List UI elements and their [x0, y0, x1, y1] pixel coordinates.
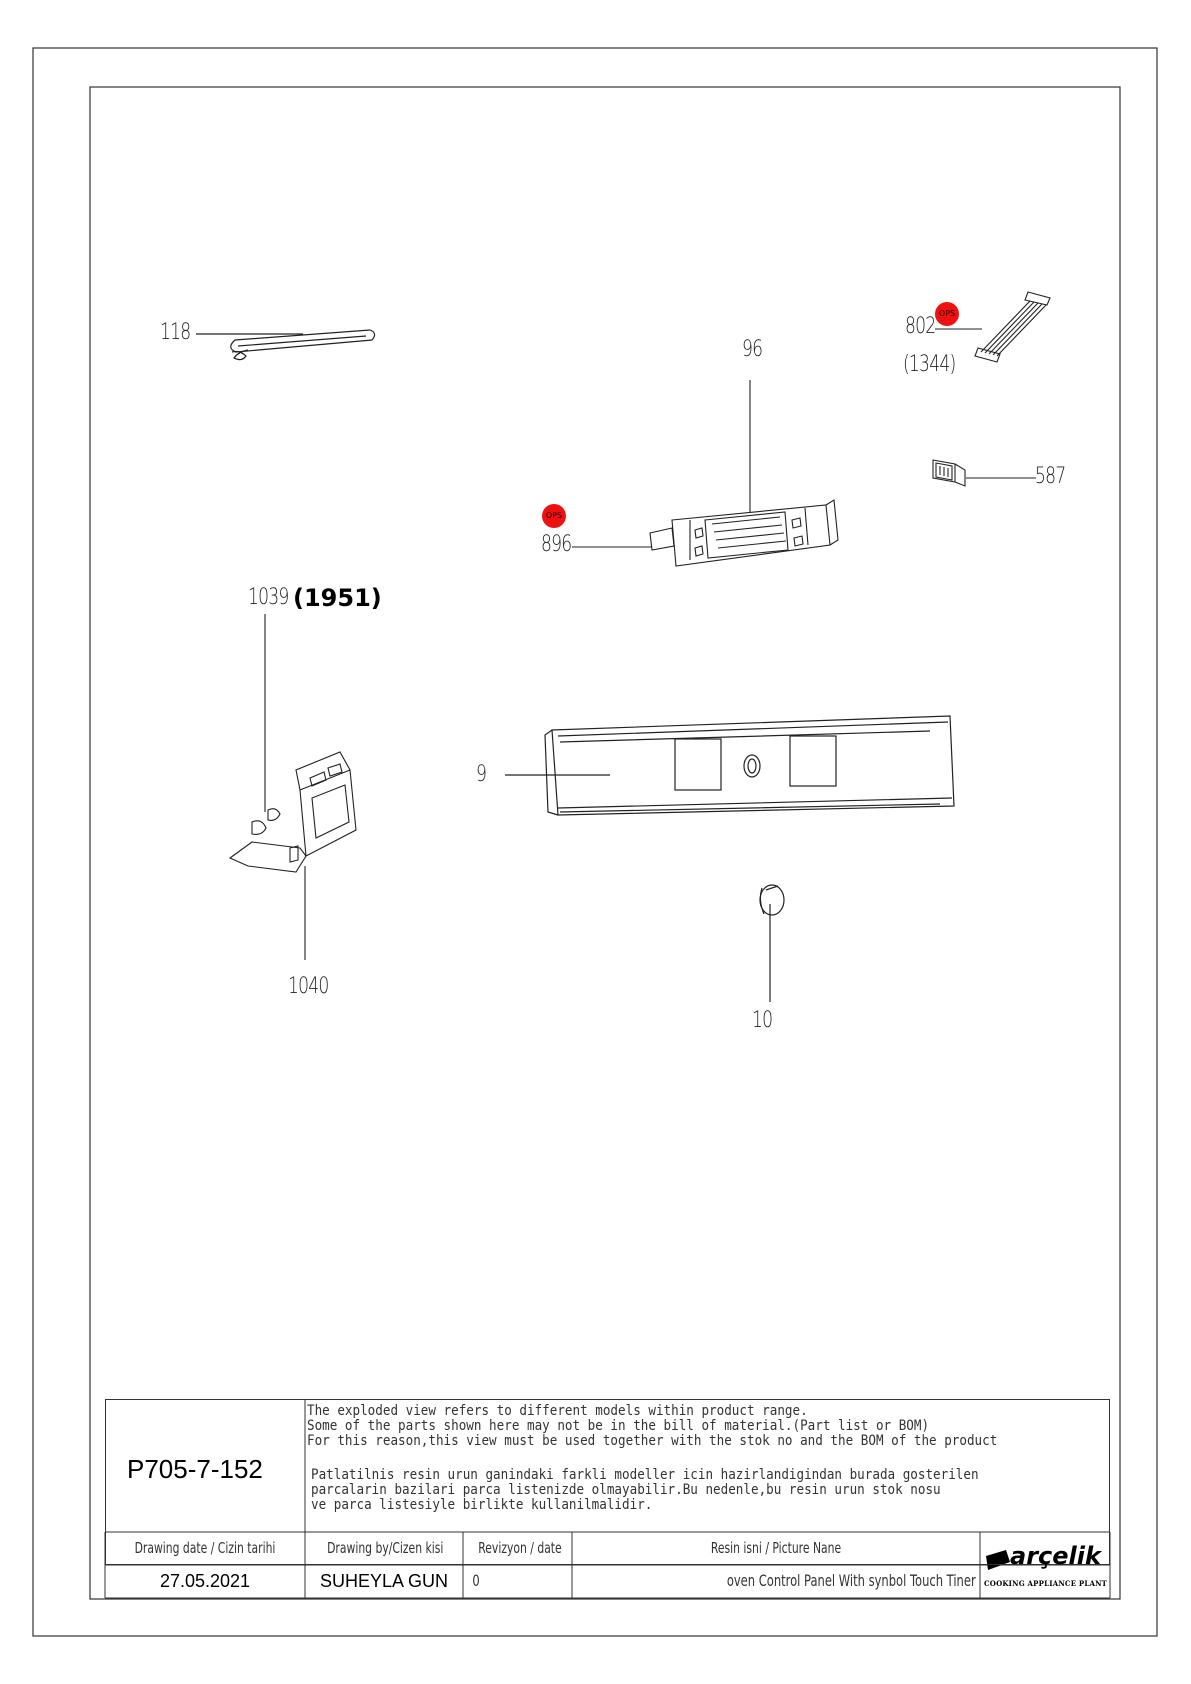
part-10 [759, 884, 785, 1002]
value-revision: 0 [472, 1571, 480, 1590]
callout-1344: (1344) [903, 352, 956, 377]
header-revision: Revizyon / date [478, 1539, 562, 1557]
callout-1951: (1951) [293, 584, 382, 612]
document-number: P705-7-152 [127, 1454, 263, 1484]
callout-118: 118 [160, 320, 191, 345]
part-1040 [228, 614, 357, 960]
header-drawing-by: Drawing by/Cizen kisi [327, 1539, 444, 1557]
value-drawing-by: SUHEYLA GUN [319, 1571, 449, 1591]
part-802 [935, 291, 1051, 363]
part-118 [196, 329, 376, 361]
title-block-lines [104, 1400, 1111, 1599]
arcelik-logo-mark [986, 1550, 1010, 1570]
note-en-1: The exploded view refers to different mo… [307, 1403, 808, 1419]
callout-9: 9 [476, 762, 487, 787]
callout-1039: 1039 [248, 585, 289, 610]
value-picture-name: oven Control Panel With synbol Touch Tin… [726, 1571, 976, 1590]
callout-96: 96 [742, 337, 763, 362]
part-9 [505, 715, 955, 816]
arcelik-logo: arçelik [1010, 1542, 1101, 1570]
arcelik-logo-subtitle: COOKING APPLIANCE PLANT [984, 1579, 1108, 1588]
note-tr-1: Patlatilnis resin urun ganindaki farkli … [311, 1467, 979, 1483]
value-drawing-date: 27.05.2021 [159, 1571, 251, 1591]
note-tr-2: parcalarin bazilari parca listenizde olm… [311, 1482, 941, 1498]
note-en-3: For this reason,this view must be used t… [307, 1433, 998, 1449]
callout-802: 802 [905, 314, 936, 339]
part-587 [932, 459, 1036, 487]
header-drawing-date: Drawing date / Cizin tarihi [134, 1539, 276, 1557]
ops-badge-896: OPS [542, 504, 566, 528]
outer-border [32, 47, 1158, 1637]
header-picture-name: Resin isni / Picture Nane [710, 1539, 842, 1557]
ops-badge-802: OPS [935, 302, 959, 326]
title-block [105, 1399, 1110, 1565]
note-tr-3: ve parca listesiyle birlikte kullanilmal… [311, 1497, 653, 1513]
callout-1040: 1040 [288, 974, 329, 999]
callout-587: 587 [1035, 464, 1066, 489]
note-en-2: Some of the parts shown here may not be … [307, 1418, 930, 1434]
callout-896: 896 [541, 532, 572, 557]
inner-border [89, 86, 1121, 1600]
callout-10: 10 [752, 1008, 773, 1033]
part-96 [649, 380, 839, 567]
